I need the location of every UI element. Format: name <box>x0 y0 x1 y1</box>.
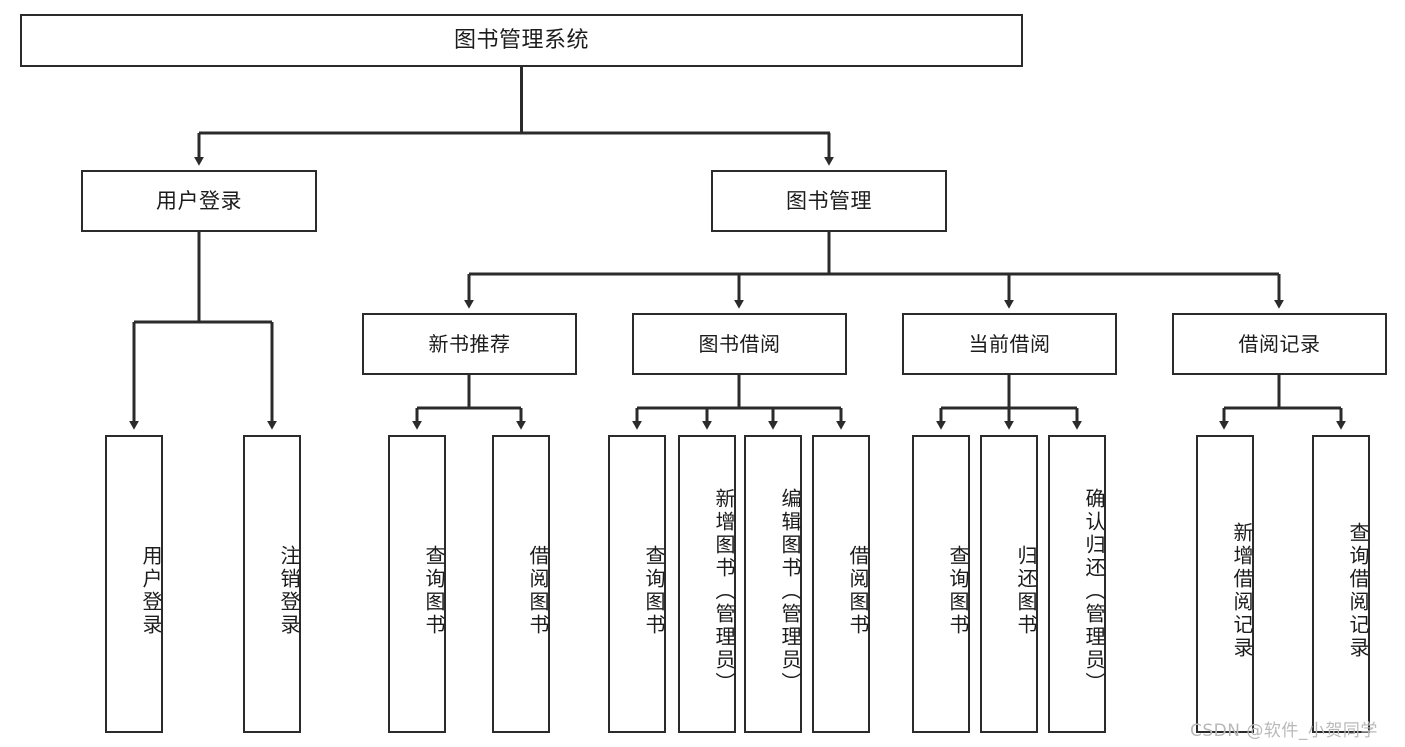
leaf-logout[interactable]: 注销登录 <box>243 435 301 733</box>
leaf-edit-book-admin[interactable]: 编辑图书（管理员） <box>744 435 802 733</box>
leaf-query-books-current[interactable]: 查询图书 <box>912 435 970 733</box>
leaf-borrow-books-borrowing[interactable]: 借阅图书 <box>812 435 870 733</box>
node-label: 归还图书 <box>1014 545 1038 637</box>
node-label: 编辑图书（管理员） <box>778 487 802 695</box>
leaf-query-books-borrowing[interactable]: 查询图书 <box>608 435 666 733</box>
node-label: 查询图书 <box>946 545 970 637</box>
node-book-borrowing[interactable]: 图书借阅 <box>632 313 847 375</box>
node-label: 借阅图书 <box>526 545 550 637</box>
node-label: 新书推荐 <box>428 331 511 356</box>
node-label: 注销登录 <box>277 545 301 637</box>
node-label: 查询借阅记录 <box>1346 522 1370 660</box>
node-label: 借阅记录 <box>1238 331 1321 356</box>
node-label: 查询图书 <box>642 545 666 637</box>
leaf-user-login[interactable]: 用户登录 <box>105 435 163 733</box>
node-label: 新增图书（管理员） <box>712 487 736 695</box>
csdn-watermark: CSDN @软件_小贺同学 <box>1190 721 1378 741</box>
node-user-login[interactable]: 用户登录 <box>81 170 317 232</box>
leaf-add-book-admin[interactable]: 新增图书（管理员） <box>678 435 736 733</box>
node-label: 用户登录 <box>156 188 242 213</box>
leaf-confirm-return-admin[interactable]: 确认归还（管理员） <box>1048 435 1106 733</box>
leaf-add-borrowing-record[interactable]: 新增借阅记录 <box>1196 435 1254 733</box>
node-label: 借阅图书 <box>846 545 870 637</box>
node-new-book-recommendation[interactable]: 新书推荐 <box>362 313 577 375</box>
node-borrowing-records[interactable]: 借阅记录 <box>1172 313 1387 375</box>
node-label: 图书管理 <box>786 188 872 213</box>
node-label: 用户登录 <box>139 545 163 637</box>
node-label: 新增借阅记录 <box>1230 522 1254 660</box>
leaf-return-books[interactable]: 归还图书 <box>980 435 1038 733</box>
node-label: 图书借阅 <box>698 331 781 356</box>
node-root-book-management-system[interactable]: 图书管理系统 <box>20 14 1023 67</box>
node-label: 当前借阅 <box>968 331 1051 356</box>
leaf-borrow-books-recommendation[interactable]: 借阅图书 <box>492 435 550 733</box>
node-book-management[interactable]: 图书管理 <box>711 170 947 232</box>
node-label: 图书管理系统 <box>453 27 589 53</box>
node-label: 查询图书 <box>422 545 446 637</box>
node-current-borrowing[interactable]: 当前借阅 <box>902 313 1117 375</box>
leaf-query-borrowing-record[interactable]: 查询借阅记录 <box>1312 435 1370 733</box>
node-label: 确认归还（管理员） <box>1082 487 1106 695</box>
leaf-query-books-recommendation[interactable]: 查询图书 <box>388 435 446 733</box>
